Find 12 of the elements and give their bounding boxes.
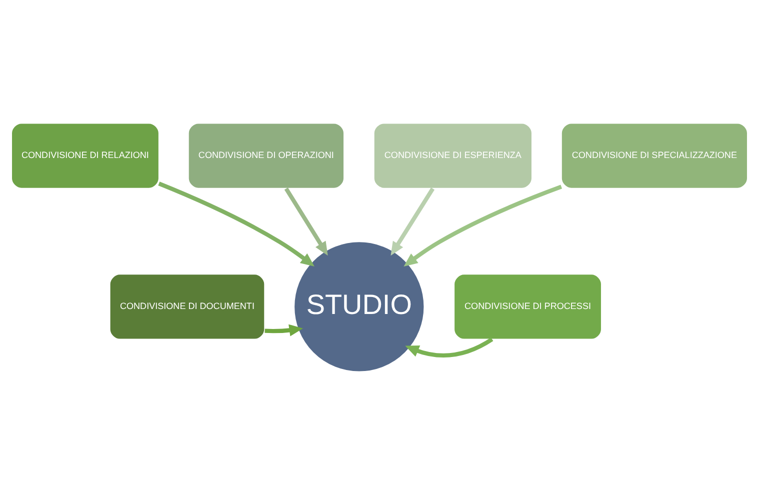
arrow: [404, 184, 562, 267]
node-box: CONDIVISIONE DI SPECIALIZZAZIONE: [561, 122, 748, 189]
arrow: [158, 182, 314, 266]
node-box: CONDIVISIONE DI DOCUMENTI: [109, 274, 265, 340]
node-box: CONDIVISIONE DI ESPERIENZA: [374, 122, 532, 189]
node-box: CONDIVISIONE DI OPERAZIONI: [188, 122, 344, 189]
arrow: [284, 188, 328, 256]
arrow: [405, 338, 494, 358]
node-box: CONDIVISIONE DI RELAZIONI: [11, 122, 160, 189]
arrow: [264, 324, 304, 336]
node-box: CONDIVISIONE DI PROCESSI: [454, 274, 602, 340]
arrow: [390, 188, 435, 256]
